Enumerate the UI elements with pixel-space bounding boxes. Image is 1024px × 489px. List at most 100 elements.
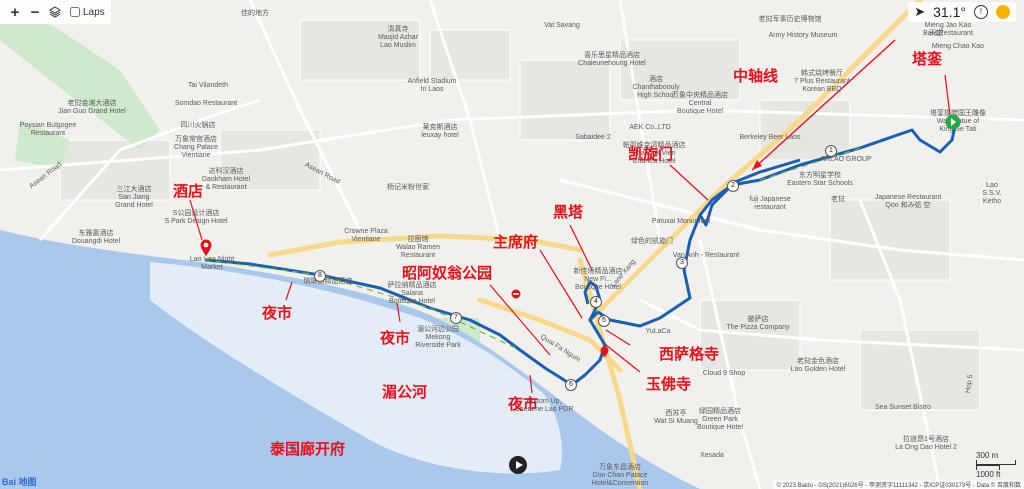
place-label-p45: 披萨店 The Pizza Company (726, 316, 790, 331)
place-label-p19: 万象常宫酒店 Chang Palace Vientiane (174, 136, 218, 159)
label-that-luang: 塔銮 (912, 51, 943, 68)
sun-icon (996, 5, 1010, 19)
baidu-logo: Bai 地图 (2, 477, 37, 487)
track-marker-4[interactable]: 4 (590, 296, 602, 308)
place-label-p48: Bottom Up, Chenene Lao PDR (514, 398, 574, 413)
scale-bar-imperial (976, 465, 1000, 470)
zoom-out-button[interactable]: − (30, 3, 40, 21)
track-marker-1[interactable]: 1 (825, 145, 837, 157)
place-label-p18: 四川火锅店 (180, 122, 216, 129)
city-blocks (59, 19, 981, 411)
place-label-p1: 佳的地方 (241, 10, 269, 17)
layers-icon-glyph (49, 6, 61, 18)
place-label-p3: Vat Savang (544, 22, 580, 29)
place-label-p29: fuji Japanese restaurant (749, 196, 791, 211)
track-marker-2[interactable]: 2 (727, 180, 739, 192)
place-label-p5: 老挝军事历史博物馆 (758, 16, 822, 23)
annotation-arrows (189, 74, 951, 394)
label-ho-phra-keo: 玉佛寺 (646, 376, 692, 393)
place-label-p47: 老挝金色酒店 Lao Golden Hotel (790, 358, 846, 373)
map-toolbar: + − Laps (0, 0, 111, 24)
temple-pin-icon (600, 346, 609, 358)
place-label-p62: 老挝 (831, 196, 845, 203)
track-marker-7[interactable]: 7 (450, 312, 462, 324)
place-label-p8: Mieng Chao Kao (931, 43, 985, 50)
place-label-p42: 萨拉纳精品酒店 Salana Boutique Hotel (387, 282, 437, 305)
track-marker-5[interactable]: 5 (598, 315, 610, 327)
place-label-p46: Cloud 9 Shop (702, 370, 746, 377)
place-label-p23: Berkeley Beer Laos (739, 134, 801, 141)
label-chao-anouvong-park: 昭阿奴翁公园 (402, 265, 493, 282)
arrow-icon: ➤ (914, 4, 926, 19)
place-label-p20: 莱克斯酒店 leuxay hotel (421, 124, 459, 139)
place-label-p10: 老挝金滩大酒店 Jian Guo Grand Hotel (58, 100, 126, 115)
label-thailand: 泰国廊开府 (270, 441, 346, 458)
place-label-p16: 塔銮提腊国王雕像 Wax statue of King Se Tati (930, 110, 986, 133)
place-label-p54: 万象东昌酒店 Don Chan Palace Hotel&Convention (591, 464, 649, 487)
label-night-market-2: 夜市 (380, 330, 411, 347)
label-si-saket: 西萨格寺 (659, 346, 720, 363)
place-label-p44: YuLaCa (645, 328, 671, 335)
place-label-p51: Sea Sunset Bistro (874, 404, 932, 411)
place-label-p43: 湄公河边公园 Mekong Riverside Park (415, 326, 461, 349)
laps-toggle[interactable]: Laps (70, 7, 105, 18)
label-night-market-3: 夜市 (508, 396, 539, 413)
place-label-p30: Japanese Restaurant Qoo 和み処 空 (874, 194, 942, 209)
label-presidential-palace: 主席府 (493, 234, 539, 251)
place-label-p14: 万象中央精品酒店 Central Boutique Hotel (672, 92, 728, 115)
place-label-p21: Sabaidee 2 (575, 134, 611, 141)
end-flag-icon[interactable] (945, 114, 961, 130)
place-label-p13: 酒店 Chanthaboouly High School (632, 76, 680, 99)
place-label-p61: 天堂 (929, 30, 943, 37)
scale-imperial: 1000 ft (976, 470, 1001, 479)
place-label-p27: 达科汉酒店 Daokham Hotel & Restaurant (201, 168, 251, 191)
label-patuxai: 凯旋门 (628, 146, 674, 163)
place-label-p4: 喜乐思星精品酒店 Chaleunehoung Hotel (578, 52, 646, 67)
place-label-p37: 绿色的凯旋门 (631, 238, 673, 245)
label-river: 湄公河 (382, 384, 428, 401)
central-axis-arrow (751, 39, 896, 171)
label-black-stupa: 黑塔 (553, 204, 584, 221)
place-label-p24: 帕邵维克湾精品酒店 Phasouk Vien Chantra Hotel (622, 142, 686, 165)
place-label-p28: 杨记米粉世家 (387, 184, 429, 191)
place-label-p11: Somdao Restaurant (174, 100, 238, 107)
track-marker-8[interactable]: 8 (314, 270, 326, 282)
label-hotel: 酒店 (173, 183, 204, 200)
track-marker-6[interactable]: 6 (565, 379, 577, 391)
place-label-p50: 西苏亭 Wat Si Muang (654, 410, 698, 425)
info-icon[interactable]: ! (974, 5, 988, 19)
place-label-p7: Mieng Jao Kao Bar&Restaurant (923, 22, 973, 37)
layers-icon[interactable] (46, 3, 64, 21)
place-label-p26: 东方明星学校 Eastern Star Schools (787, 172, 853, 187)
place-label-p31: 三江大酒店 San Jiang Grand Hotel (115, 186, 153, 209)
place-label-p2: 清真寺 Masjid Azhar Lao Muslim (377, 26, 419, 49)
place-label-p36: Patuxai Monument (651, 218, 711, 225)
place-label-p34: Crowne Plaza Vientiane (344, 228, 388, 243)
place-label-p53: Xesada (700, 452, 724, 459)
zoom-in-button[interactable]: + (10, 3, 20, 21)
place-label-p6: Army History Museum (768, 32, 838, 39)
place-label-p40: Lao Sea Night Market (189, 256, 235, 271)
play-button[interactable] (509, 456, 527, 474)
place-label-p39: 新佳境精品酒店 New Fi... Boutique Hotel (573, 268, 623, 291)
map-scale: 300 m 1000 ft (976, 451, 1016, 479)
scale-bar-metric (976, 460, 1016, 465)
temperature: 31.1° (933, 4, 966, 20)
laps-checkbox[interactable] (70, 7, 80, 17)
start-pin-icon[interactable] (199, 238, 213, 258)
label-night-market-1: 夜市 (262, 305, 293, 322)
central-axis-arrowhead (752, 160, 762, 170)
place-label-p22: AEK Co.,LTD (629, 124, 671, 131)
place-label-p12: Anfield Stadium In Laos (407, 78, 457, 93)
river-sandbank (150, 262, 562, 474)
place-label-p33: 东雅嘉酒店 Douangdi Hotel (71, 230, 121, 245)
place-label-p49: 绿园精品酒店 Green Park Boutique Hotel (697, 408, 743, 431)
place-label-p17: Poysian Bulgogee Restaurant (19, 122, 77, 137)
label-central-axis: 中轴线 (733, 68, 779, 85)
scale-metric: 300 m (976, 451, 999, 460)
track-marker-3[interactable]: 3 (676, 257, 688, 269)
laps-label: Laps (83, 6, 105, 18)
place-label-p38: Van Anh - Restaurant (672, 252, 740, 259)
place-label-p60: Lao S.S.V. Ketho (982, 182, 1002, 205)
